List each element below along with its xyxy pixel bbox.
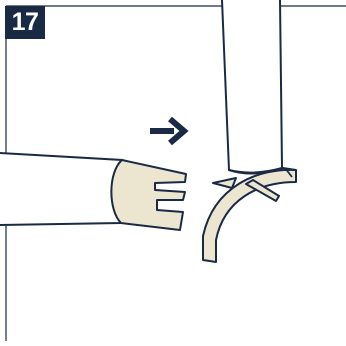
arrow-right-icon bbox=[150, 116, 189, 146]
vertical-tube bbox=[221, 0, 284, 174]
step-number-badge: 17 bbox=[5, 6, 45, 39]
slotted-tube-end bbox=[110, 159, 187, 231]
curved-clip-part bbox=[202, 166, 297, 263]
horizontal-tube bbox=[0, 152, 124, 226]
